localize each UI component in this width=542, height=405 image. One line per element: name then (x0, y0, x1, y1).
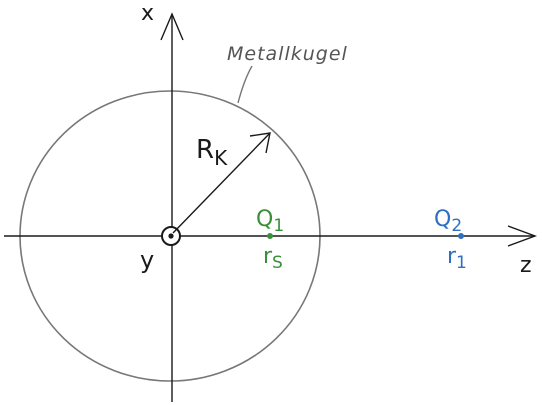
q2-label: Q2 (434, 207, 462, 236)
y-axis-label: y (140, 246, 154, 274)
rs-subscript: S (272, 253, 283, 273)
charge-q2-point (458, 233, 464, 239)
rs-label: rS (263, 244, 283, 273)
z-axis-arrowhead (507, 225, 538, 247)
z-axis-label: z (520, 253, 532, 278)
q1-subscript: 1 (273, 216, 284, 236)
sphere-label: Metallkugel (227, 43, 348, 65)
x-axis-label: x (141, 1, 154, 26)
r1-label: r1 (447, 244, 467, 273)
radius-arrowhead (249, 132, 271, 154)
sphere-label-leader (237, 65, 253, 104)
r1-subscript: 1 (456, 253, 467, 273)
q1-label: Q1 (256, 207, 284, 236)
radius-label: RK (196, 135, 228, 170)
q2-subscript: 2 (451, 216, 462, 236)
radius-subscript: K (214, 146, 228, 170)
charge-q1-point (267, 233, 273, 239)
y-axis-dot (168, 233, 174, 239)
radius-vector (172, 132, 271, 234)
x-axis-arrowhead (160, 12, 184, 41)
